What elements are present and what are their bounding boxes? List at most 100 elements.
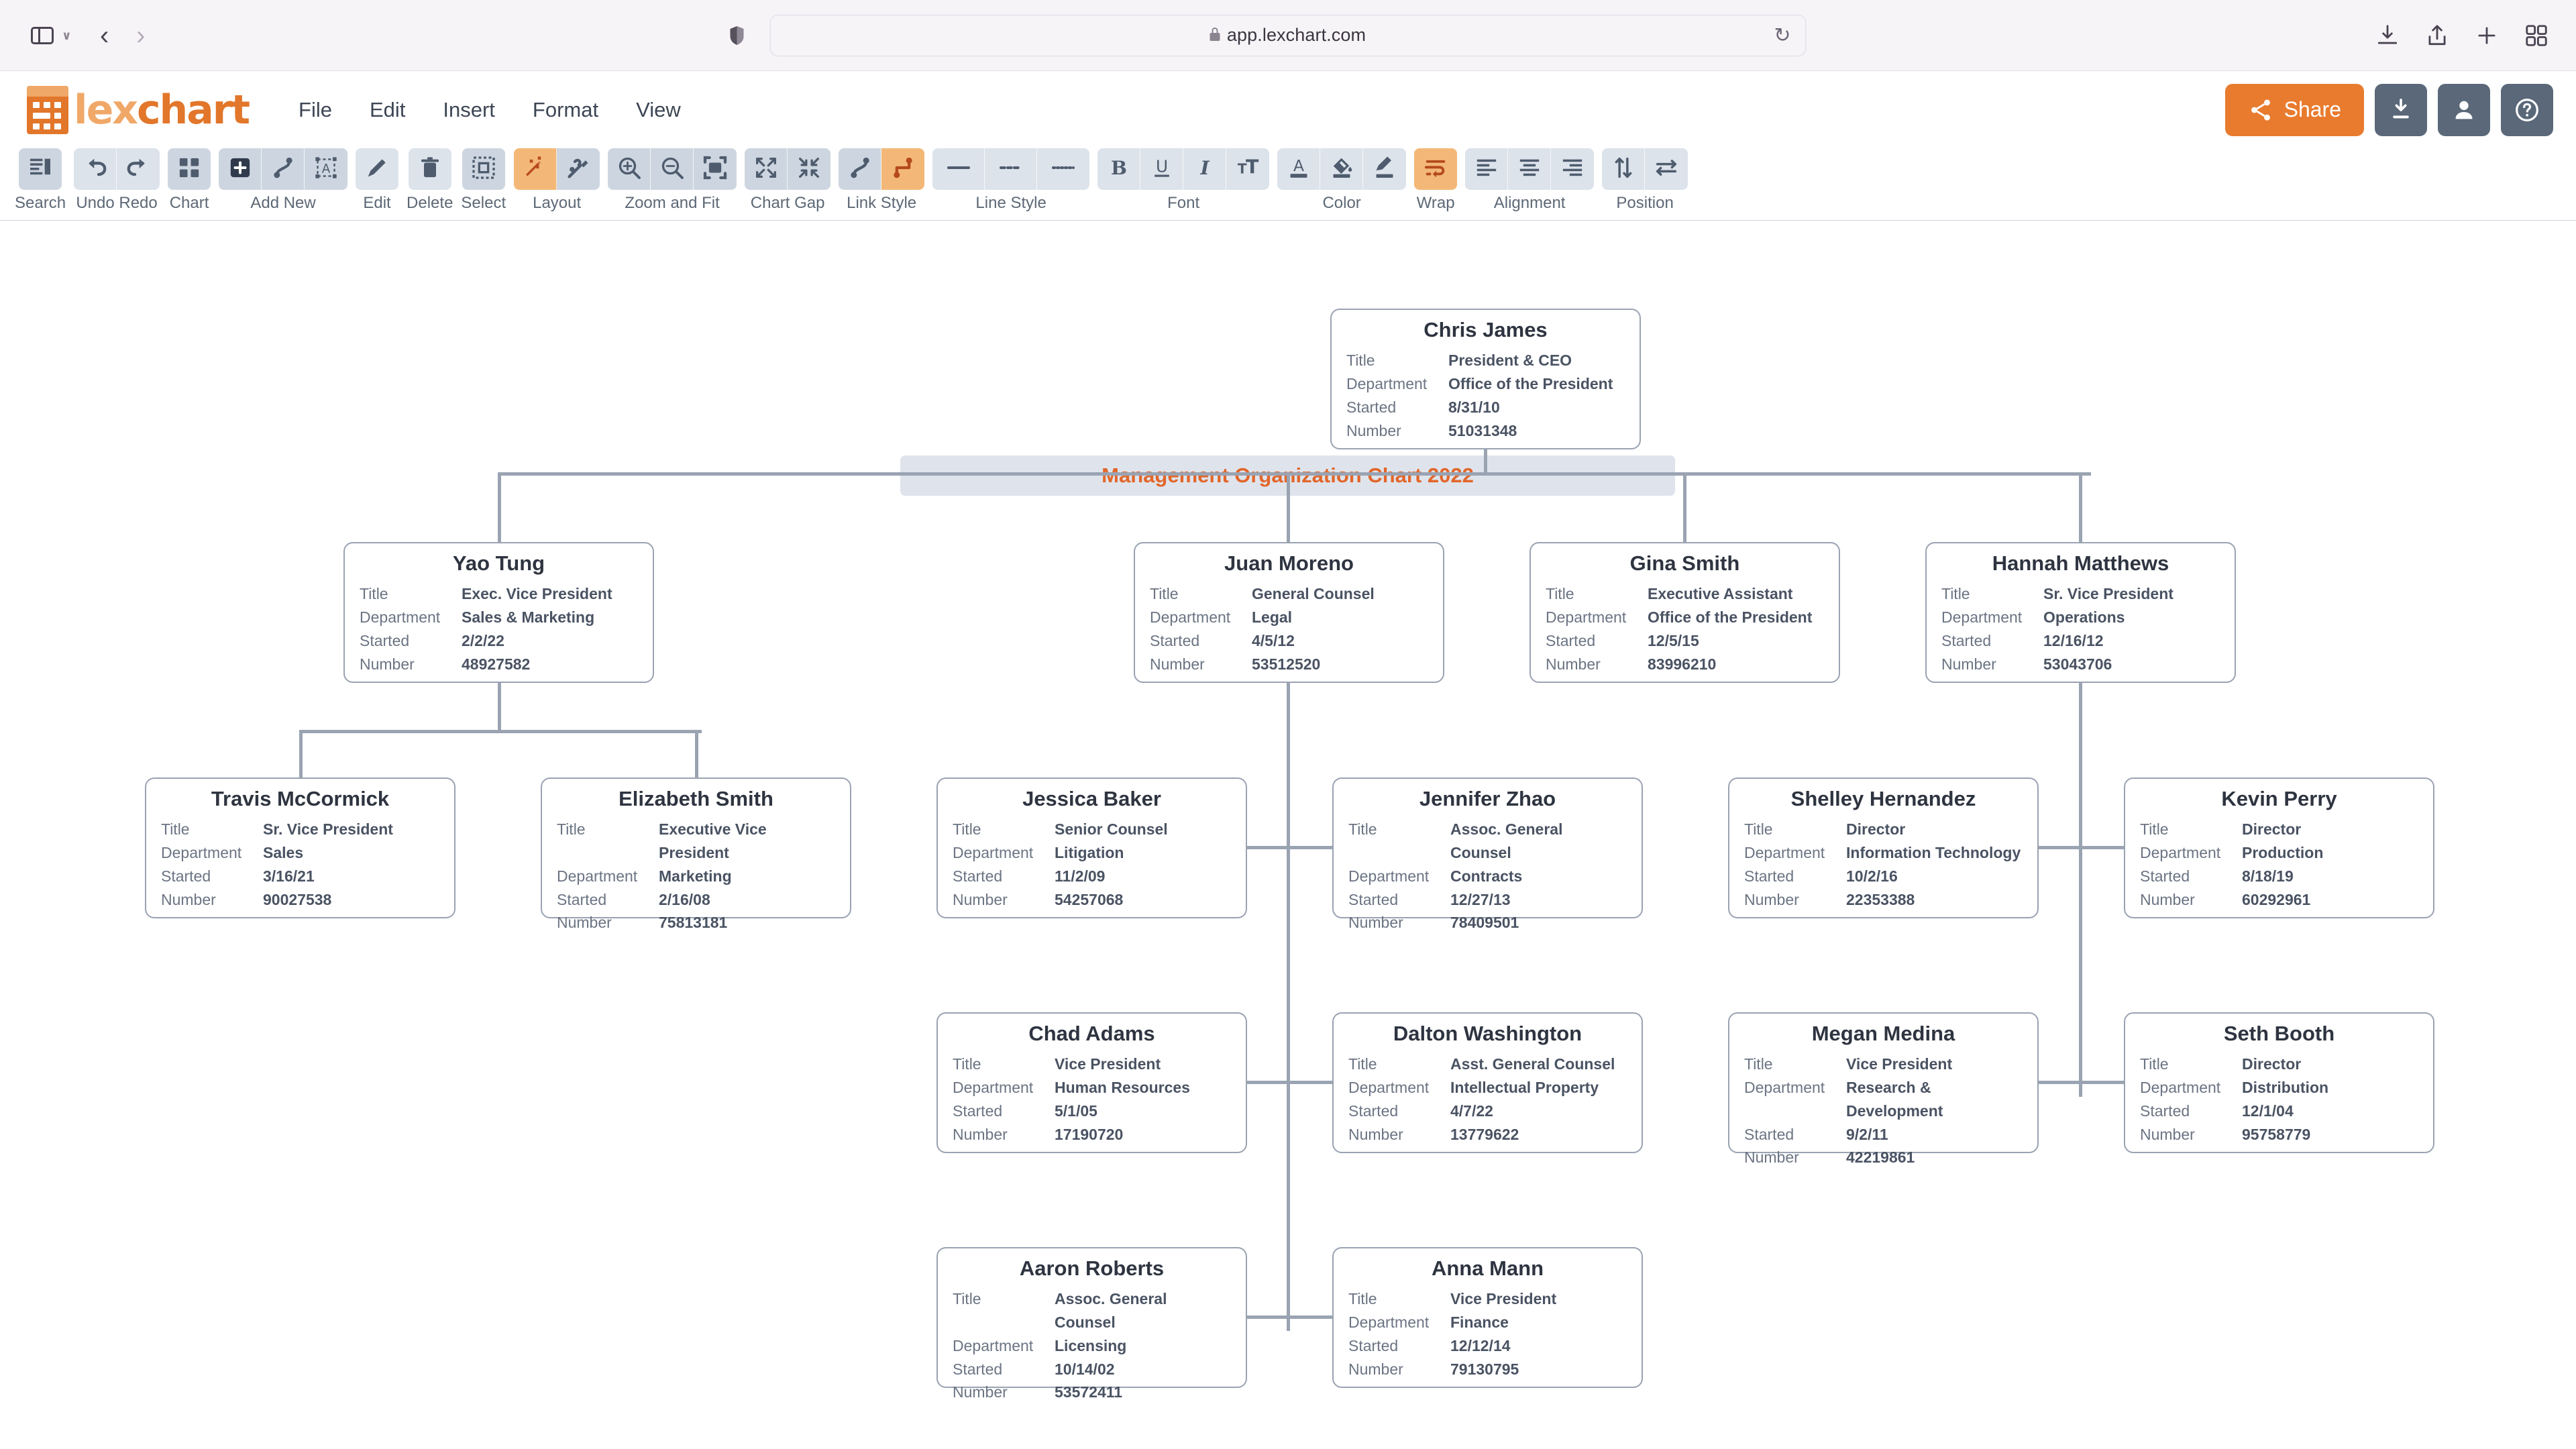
add-box-button[interactable] <box>219 148 262 190</box>
chart-link[interactable] <box>2079 472 2082 542</box>
menu-item-file[interactable]: File <box>299 97 332 121</box>
align-left-button[interactable] <box>1465 148 1509 190</box>
chart-link[interactable] <box>498 472 501 542</box>
line-color-icon <box>1371 154 1398 184</box>
redo-button[interactable] <box>117 148 160 190</box>
org-node-field-value: 9/2/11 <box>1846 1125 1888 1143</box>
marquee-select-button[interactable] <box>462 148 505 190</box>
reload-icon[interactable]: ↻ <box>1774 24 1791 46</box>
auto-layout-wand-button[interactable] <box>514 148 557 190</box>
align-center-icon <box>1516 154 1543 184</box>
back-arrow-icon[interactable]: ‹ <box>99 20 109 50</box>
pencil-button[interactable] <box>356 148 399 190</box>
zoom-out-button[interactable] <box>651 148 694 190</box>
bold-icon: B <box>1106 154 1132 184</box>
forward-arrow-icon[interactable]: › <box>136 20 146 50</box>
sidebar-toggle-button[interactable] <box>27 23 58 48</box>
shrink-gap-button[interactable] <box>788 148 831 190</box>
bold-button[interactable]: B <box>1097 148 1141 190</box>
chart-link[interactable] <box>2039 846 2126 849</box>
chart-link[interactable] <box>1484 449 1487 472</box>
chart-link[interactable] <box>299 730 303 777</box>
align-center-button[interactable] <box>1508 148 1552 190</box>
address-bar[interactable]: app.lexchart.com ↻ <box>769 14 1807 56</box>
chevron-down-icon[interactable]: ∨ <box>62 28 72 42</box>
chart-link[interactable] <box>2039 1081 2126 1084</box>
account-button[interactable] <box>2438 83 2490 136</box>
manual-layout-button[interactable] <box>557 148 600 190</box>
tab-overview-icon[interactable] <box>2524 23 2549 48</box>
org-node-field-value: Litigation <box>1055 843 1124 861</box>
elbow-link-button[interactable] <box>881 148 925 190</box>
dashed-line-button[interactable] <box>985 148 1038 190</box>
chart-link[interactable] <box>1247 1081 1334 1084</box>
download-icon[interactable] <box>2375 23 2400 48</box>
zoom-in-button[interactable] <box>608 148 651 190</box>
menu-item-edit[interactable]: Edit <box>369 97 406 121</box>
menu-item-view[interactable]: View <box>636 97 681 121</box>
chart-link[interactable] <box>498 683 501 730</box>
grid-chart-button[interactable] <box>168 148 211 190</box>
curved-link-button[interactable] <box>839 148 882 190</box>
dotted-line-button[interactable] <box>1037 148 1090 190</box>
add-link-button[interactable] <box>262 148 305 190</box>
org-node-field-value: Legal <box>1252 608 1293 626</box>
fit-screen-button[interactable] <box>694 148 737 190</box>
undo-button[interactable] <box>74 148 117 190</box>
shield-icon[interactable] <box>730 25 745 46</box>
chart-link[interactable] <box>1287 472 1290 542</box>
text-color-button[interactable]: A <box>1277 148 1321 190</box>
chart-link[interactable] <box>1287 683 1290 1331</box>
underline-button[interactable]: U <box>1140 148 1184 190</box>
solid-line-button[interactable] <box>932 148 985 190</box>
fill-color-button[interactable] <box>1320 148 1364 190</box>
menu-item-format[interactable]: Format <box>532 97 599 121</box>
move-vertical-button[interactable] <box>1602 148 1646 190</box>
chart-link[interactable] <box>498 472 2091 476</box>
move-horizontal-button[interactable] <box>1645 148 1688 190</box>
lexchart-logo[interactable]: lexchart <box>27 85 250 134</box>
chart-link[interactable] <box>1247 1316 1334 1319</box>
line-color-button[interactable] <box>1363 148 1407 190</box>
undo-icon <box>82 154 109 184</box>
search-panel-button[interactable] <box>19 148 62 190</box>
chart-link[interactable] <box>2079 683 2082 1097</box>
help-button[interactable] <box>2501 83 2553 136</box>
share-button[interactable]: Share <box>2224 83 2364 136</box>
chart-link[interactable] <box>1683 472 1686 542</box>
chart-link[interactable] <box>695 730 698 777</box>
italic-button[interactable]: I <box>1183 148 1227 190</box>
org-node-field-label: Number <box>161 890 216 908</box>
align-right-button[interactable] <box>1551 148 1595 190</box>
plus-icon[interactable] <box>2474 23 2500 48</box>
share-icon[interactable] <box>2424 23 2450 48</box>
chart-link[interactable] <box>299 730 702 733</box>
add-text-button[interactable]: A <box>305 148 348 190</box>
trash-button[interactable] <box>408 148 451 190</box>
chart-canvas[interactable]: Management Organization Chart 2022 Chris… <box>0 221 2576 1448</box>
download-button[interactable] <box>2375 83 2427 136</box>
text-wrap-button[interactable] <box>1414 148 1458 190</box>
chart-link[interactable] <box>1247 846 1334 849</box>
expand-gap-button[interactable] <box>745 148 788 190</box>
menu-item-insert[interactable]: Insert <box>443 97 495 121</box>
